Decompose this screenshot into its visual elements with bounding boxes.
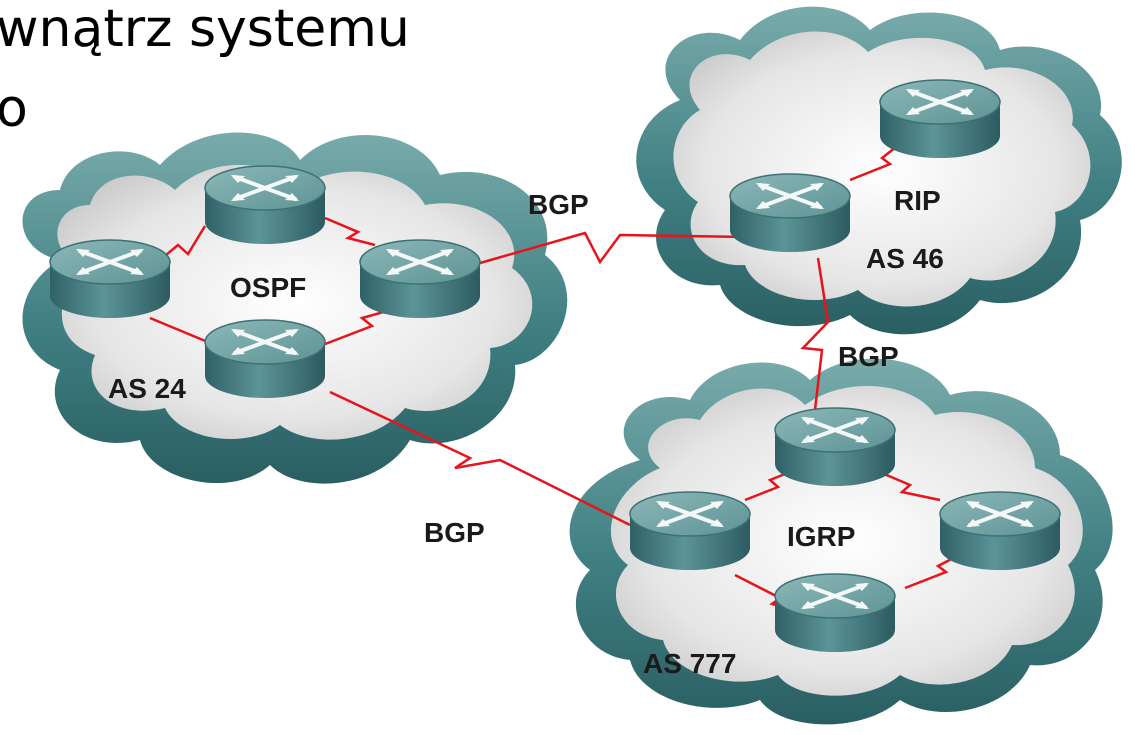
router-icon <box>878 78 1002 160</box>
cloud-as-777 <box>569 358 1113 725</box>
bgp-label-bottom: BGP <box>424 517 485 548</box>
as-label-46: AS 46 <box>866 243 944 274</box>
router-icon <box>358 238 482 320</box>
router-icon <box>938 490 1062 572</box>
router-icon <box>48 238 172 320</box>
bgp-link-as46-as777 <box>800 257 830 411</box>
link-r2-r3 <box>324 216 376 247</box>
link-r7-r9 <box>869 466 941 502</box>
cloud-as-24 <box>22 132 568 484</box>
bgp-link-as24-as777 <box>329 390 631 527</box>
as-label-777: AS 777 <box>643 648 736 679</box>
cloud-as-46 <box>636 6 1122 335</box>
router-icon <box>203 164 327 246</box>
protocol-label-rip: RIP <box>894 185 941 216</box>
router-icon <box>773 572 897 654</box>
link-r3-r4 <box>319 306 399 348</box>
protocol-label-ospf: OSPF <box>230 272 306 303</box>
link-r1-r4 <box>149 316 216 347</box>
as-label-24: AS 24 <box>108 373 186 404</box>
bgp-label-top: BGP <box>528 189 589 220</box>
title-line-1: wnątrz systemu <box>0 0 410 59</box>
title-line-2: o <box>0 79 28 139</box>
router-icon <box>728 172 852 254</box>
router-icon <box>628 490 752 572</box>
bgp-label-right: BGP <box>838 341 899 372</box>
protocol-label-igrp: IGRP <box>787 521 855 552</box>
router-icon <box>773 406 897 488</box>
router-icon <box>203 318 327 400</box>
bgp-link-as24-as46 <box>479 231 749 265</box>
